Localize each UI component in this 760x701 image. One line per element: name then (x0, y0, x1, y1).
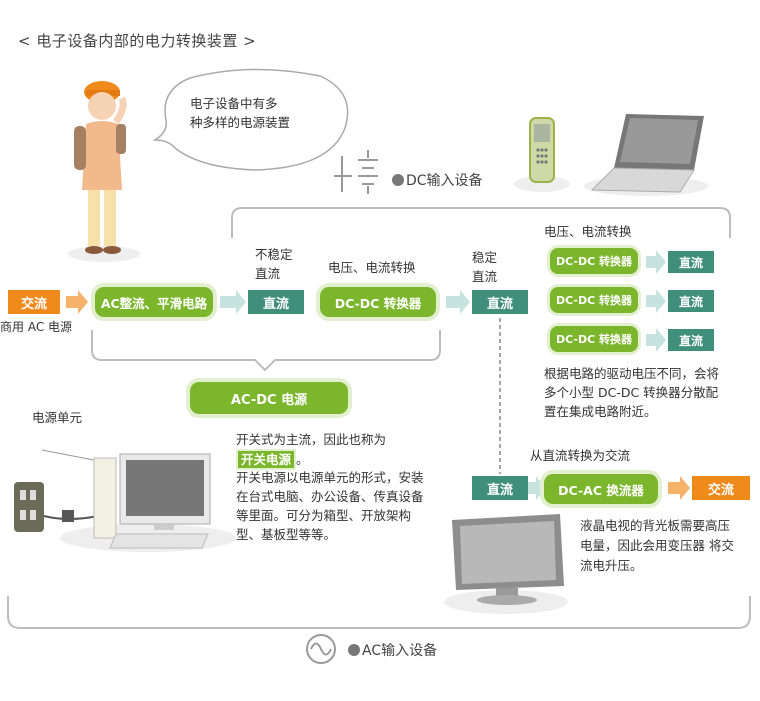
inverter-note-3: 流电升压。 (580, 558, 643, 573)
output-dc-box-1: 直流 (668, 251, 714, 273)
speech-line-2: 种多样的电源装置 (190, 115, 291, 130)
small-dcdc-box-1: DC-DC 转换器 (550, 248, 638, 274)
right-conv-label: 电压、电流转换 (544, 224, 632, 239)
acdc-desc-line-3: 开关电源以电源单元的形式，安装 (236, 470, 424, 485)
battery-symbol-icon (334, 150, 378, 194)
output-dc-box-2: 直流 (668, 290, 714, 312)
output-dc-box-3: 直流 (668, 329, 714, 351)
dc-devices-illustration (514, 114, 708, 196)
acdc-desc-line-5: 等里面。可分为箱型、开放架构 (236, 508, 412, 523)
ac-sine-icon (306, 634, 336, 664)
unstable-label-1: 不稳定 (255, 247, 293, 262)
inverter-ac-output-box: 交流 (692, 476, 750, 500)
bullet-icon (392, 174, 404, 186)
unstable-label-2: 直流 (255, 266, 281, 281)
acdc-desc-line-2: 开关电源。 (236, 449, 309, 470)
ac-input-box: 交流 (8, 290, 60, 314)
commercial-ac-label: 商用 AC 电源 (0, 320, 73, 334)
right-note-3: 置在集成电路附近。 (544, 404, 657, 419)
inverter-label: 从直流转换为交流 (530, 448, 631, 463)
inverter-dc-box: 直流 (472, 476, 528, 500)
right-note-1: 根据电路的驱动电压不同，会将 (544, 366, 720, 381)
person-illustration (74, 81, 127, 254)
acdc-desc-line-6: 型、基板型等等。 (236, 527, 337, 542)
acdc-desc-line-4: 在台式电脑、办公设备、传真设备 (236, 489, 424, 504)
main-dcdc-converter-box: DC-DC 转换器 (320, 287, 436, 317)
switching-power-highlight: 开关电源 (236, 449, 297, 470)
desktop-pc-illustration (14, 449, 236, 552)
ac-rectifier-box: AC整流、平滑电路 (95, 287, 213, 317)
speech-line-1: 电子设备中有多 (190, 96, 278, 111)
main-conv-label: 电压、电流转换 (328, 260, 416, 275)
stable-dc-box: 直流 (472, 290, 528, 314)
page-title: < 电子设备内部的电力转换装置 > (18, 32, 257, 50)
small-dcdc-box-2: DC-DC 转换器 (550, 287, 638, 313)
ac-input-label: AC输入设备 (348, 640, 437, 660)
power-unit-label: 电源单元 (32, 410, 83, 425)
inverter-note-1: 液晶电视的背光板需要高压 (580, 518, 731, 533)
dc-ac-inverter-box: DC-AC 换流器 (544, 474, 658, 504)
inverter-note-2: 电量，因此会用变压器 将交 (580, 538, 734, 553)
unstable-dc-box: 直流 (248, 290, 304, 314)
bullet-icon (348, 644, 360, 656)
right-note-2: 多个小型 DC-DC 转换器分散配 (544, 385, 719, 400)
small-dcdc-box-3: DC-DC 转换器 (550, 326, 638, 352)
dc-input-label: DC输入设备 (392, 170, 483, 190)
acdc-desc-line-1: 开关式为主流，因此也称为 (236, 432, 387, 447)
ac-dc-power-box: AC-DC 电源 (190, 382, 348, 414)
stable-label-2: 直流 (472, 269, 498, 284)
lcd-tv-illustration (444, 514, 568, 614)
stable-label-1: 稳定 (472, 250, 498, 265)
